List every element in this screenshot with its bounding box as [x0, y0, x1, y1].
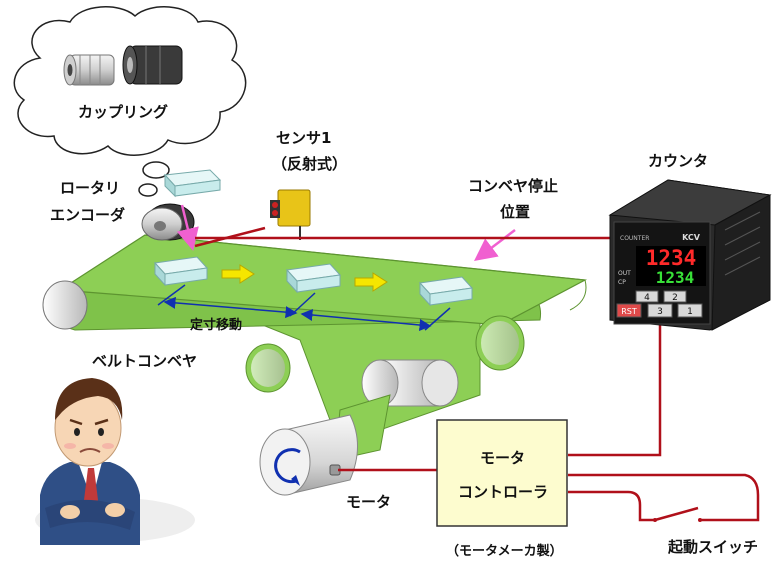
signal-wires — [194, 226, 760, 522]
motor-controller-label-2: コントローラ — [458, 483, 549, 501]
counter-indicator-cp: CP — [618, 279, 626, 286]
counter-key-4[interactable] — [635, 290, 659, 303]
sensor-label-1: センサ1 — [276, 129, 332, 147]
counter-device: 1234 1234 KCV COUNTER OUT CP 4 2 RST 3 1 — [608, 179, 772, 331]
start-switch-label: 起動スイッチ — [668, 538, 759, 556]
counter-key-1[interactable] — [677, 303, 703, 318]
counter-key-3[interactable] — [647, 303, 673, 318]
coupling-label: カップリング — [78, 103, 169, 121]
encoder-label-1: ロータリ — [60, 179, 121, 197]
motor-label: モータ — [346, 493, 392, 511]
fixed-move-label: 定寸移動 — [190, 318, 243, 333]
svg-text:3: 3 — [657, 307, 663, 317]
box-3 — [418, 276, 474, 307]
start-switch-icon — [653, 506, 702, 522]
coupling-cloud — [13, 6, 247, 197]
maker-label: （モータメーカ製） — [446, 544, 563, 559]
counter-key-2[interactable] — [663, 290, 687, 303]
direction-arrow-1 — [221, 264, 255, 284]
conveyor-stop-label-2: 位置 — [500, 203, 531, 221]
counter-main-value: 1234 — [646, 246, 697, 270]
motor — [259, 414, 358, 496]
motor-controller — [436, 419, 568, 527]
idler-roller-left — [245, 343, 291, 393]
box-1 — [153, 256, 209, 287]
fixed-move-dimension — [157, 284, 451, 331]
svg-text:2: 2 — [672, 293, 678, 303]
stop-position-arrow — [474, 229, 516, 262]
silver-coupling-icon — [63, 54, 115, 86]
svg-text:1: 1 — [687, 307, 693, 317]
counter-label: カウンタ — [648, 152, 709, 170]
svg-text:RST: RST — [621, 307, 637, 316]
counter-sub-value: 1234 — [656, 268, 695, 287]
box-falling — [163, 169, 222, 198]
encoder-pointer-arrow — [176, 204, 199, 251]
sensor-label-2: （反射式） — [272, 155, 348, 173]
counter-indicator-out: OUT — [618, 270, 631, 277]
counter-caption: COUNTER — [620, 235, 649, 242]
sensor-icon — [270, 189, 311, 240]
encoder-label-2: エンコーダ — [50, 206, 126, 224]
black-coupling-icon — [122, 45, 183, 85]
counter-key-rst[interactable] — [616, 303, 642, 318]
counter-brand: KCV — [682, 233, 701, 242]
svg-text:4: 4 — [644, 293, 650, 303]
motor-controller-label-1: モータ — [480, 449, 526, 467]
belt-conveyor-label: ベルトコンベヤ — [92, 352, 198, 370]
idler-roller-right — [361, 359, 459, 407]
box-2 — [285, 263, 342, 294]
worried-man-icon — [35, 378, 195, 545]
conveyor-stop-label-1: コンベヤ停止 — [468, 177, 559, 195]
direction-arrow-2 — [354, 272, 388, 292]
